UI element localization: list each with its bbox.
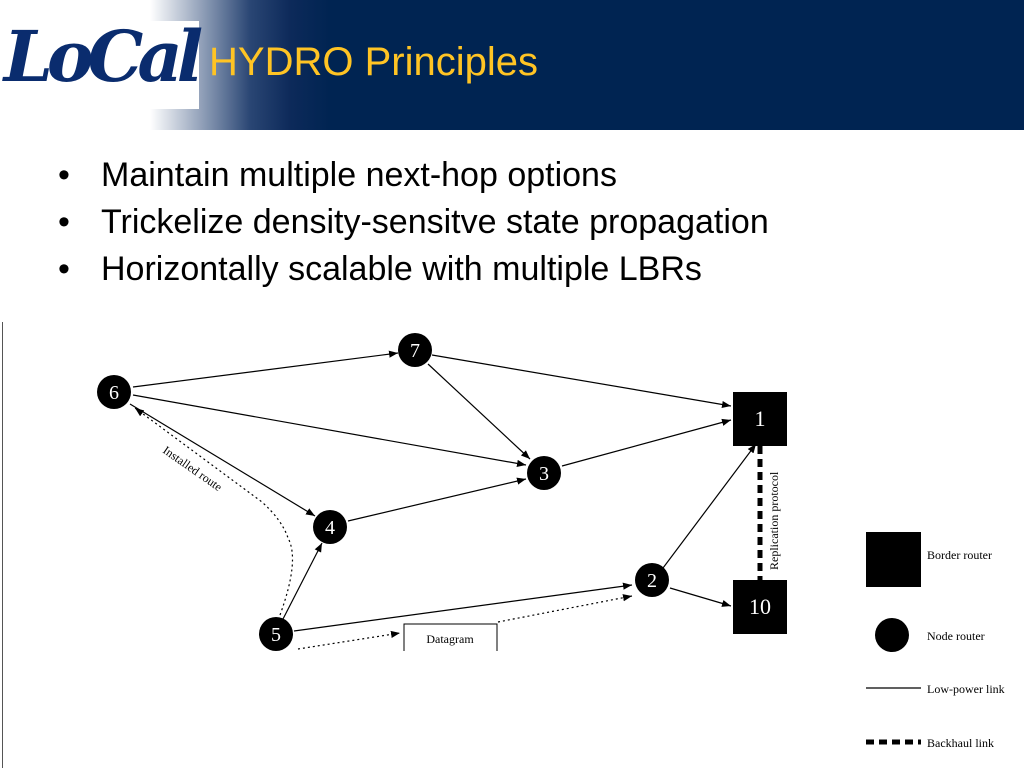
legend: Border router Node router Low-power link… — [866, 532, 1005, 750]
node-router — [635, 563, 669, 597]
replication-protocol-label: Replication protocol — [767, 471, 781, 570]
link-2-10 — [669, 587, 732, 607]
bullet-list: • Maintain multiple next-hop options • Tri… — [58, 152, 769, 293]
node-router — [313, 510, 347, 544]
border-router-label: 1 — [755, 406, 766, 431]
figure-divider-line — [2, 322, 3, 768]
datagram-path-in — [297, 630, 401, 650]
legend-low-power-label: Low-power link — [927, 682, 1005, 696]
datagram-box — [403, 623, 498, 653]
bullet-dot: • — [58, 203, 70, 241]
border-router — [733, 392, 787, 446]
link-4-3 — [347, 477, 527, 522]
bullet-dot: • — [58, 156, 70, 194]
link-3-1 — [561, 418, 732, 467]
legend-backhaul-label: Backhaul link — [927, 736, 994, 750]
link-7-1 — [431, 354, 732, 409]
border-router-label: 10 — [749, 594, 771, 619]
node-router — [398, 333, 432, 367]
node-router — [259, 617, 293, 651]
header-bar: LoCal HYDRO Principles — [0, 0, 1024, 130]
legend-border-router-swatch — [866, 532, 921, 587]
node-label: 4 — [325, 517, 335, 539]
link-5-2 — [293, 582, 633, 632]
legend-node-router-label: Node router — [927, 629, 985, 643]
node-label: 6 — [109, 382, 119, 404]
link-6-7 — [132, 350, 399, 388]
bullet-dot: • — [58, 250, 70, 288]
node-label: 3 — [539, 463, 549, 485]
bullet-text: Horizontally scalable with multiple LBRs — [101, 250, 702, 288]
legend-node-router-swatch — [875, 618, 909, 652]
logo-text: LoCal — [3, 15, 204, 98]
logo: LoCal — [2, 15, 203, 109]
bullet-item: • Maintain multiple next-hop options — [58, 152, 769, 199]
legend-border-router-label: Border router — [927, 548, 992, 562]
link-6-3 — [132, 394, 527, 467]
bullet-item: • Horizontally scalable with multiple LBR… — [58, 246, 769, 293]
border-router — [733, 580, 787, 634]
figure-crop-mask — [200, 651, 820, 768]
installed-route-path — [134, 407, 294, 616]
bullet-text: Trickelize density-sensitve state propag… — [101, 203, 769, 241]
node-router — [527, 456, 561, 490]
border-routers: 1 10 — [733, 392, 787, 634]
bullet-text: Maintain multiple next-hop options — [101, 156, 617, 194]
slide-title: HYDRO Principles — [209, 40, 538, 84]
node-label: 5 — [271, 624, 281, 646]
link-5-4 — [282, 542, 323, 620]
low-power-links — [129, 350, 757, 632]
datagram-label: Datagram — [426, 632, 474, 646]
link-2-1 — [662, 443, 757, 569]
node-router — [97, 375, 131, 409]
link-6-4 — [129, 403, 316, 517]
node-label: 2 — [647, 570, 657, 592]
node-label: 7 — [410, 340, 420, 362]
node-routers: 6 7 3 4 5 2 — [97, 333, 669, 651]
link-7-3 — [427, 363, 531, 460]
bullet-item: • Trickelize density-sensitve state propa… — [58, 199, 769, 246]
datagram-paths — [134, 407, 633, 650]
